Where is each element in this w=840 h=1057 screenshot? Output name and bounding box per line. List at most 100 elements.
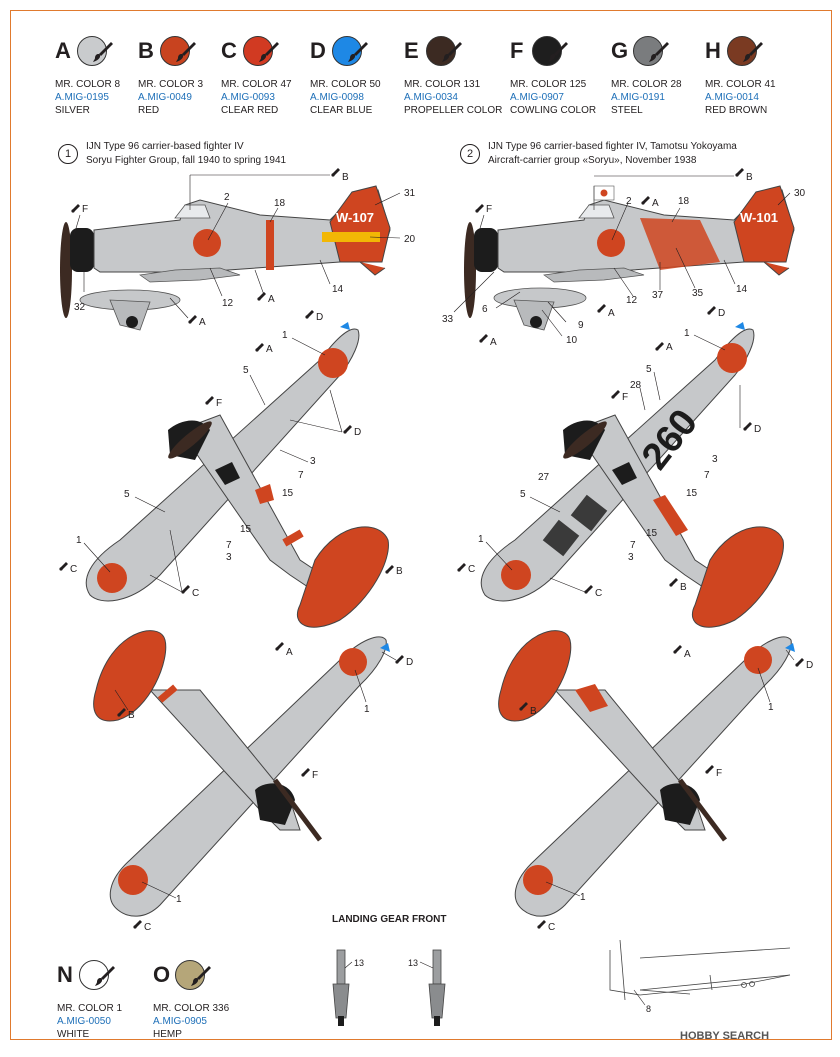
svg-text:D: D: [754, 424, 761, 435]
paint-letter: F: [510, 38, 524, 63]
svg-text:1: 1: [364, 704, 370, 715]
paint-name: MR. COLOR 125: [510, 79, 587, 90]
svg-text:2: 2: [224, 192, 230, 203]
svg-text:5: 5: [124, 489, 130, 500]
svg-text:28: 28: [630, 380, 642, 391]
brush-icon: [548, 42, 568, 62]
top-1-callouts: D 1 A 5 F D 3 7 15 5 15 7 3 1 C C B: [59, 310, 403, 599]
paint-name: MR. COLOR 1: [57, 1003, 123, 1014]
wing-kanji-block-2: [570, 494, 608, 532]
svg-text:B: B: [530, 706, 537, 717]
svg-text:9: 9: [578, 320, 584, 331]
svg-text:18: 18: [274, 198, 286, 209]
paint-description: STEEL: [611, 105, 643, 116]
paint-color-circle: [79, 960, 109, 990]
bottom-tail-plane-2: [498, 630, 572, 722]
svg-text:F: F: [312, 770, 318, 781]
scheme-2-title: IJN Type 96 carrier-based fighter IV, Ta…: [488, 141, 737, 152]
paint-code: A.MIG-0191: [611, 92, 665, 103]
svg-text:15: 15: [240, 524, 252, 535]
paint-description: COWLING COLOR: [510, 105, 597, 116]
side-1-callouts: F 2 18 B 31 20 12 A 14 32 A: [71, 168, 416, 328]
page-frame: [10, 10, 832, 1040]
svg-text:F: F: [622, 392, 628, 403]
svg-text:6: 6: [482, 304, 488, 315]
scheme-2-subtitle: Aircraft-carrier group «Soryu», November…: [488, 155, 697, 166]
paint-code: A.MIG-0098: [310, 92, 364, 103]
svg-text:C: C: [468, 564, 475, 575]
bottom-tail-plane-1: [93, 630, 167, 722]
svg-text:A: A: [684, 649, 691, 660]
paint-color-circle: [426, 36, 456, 66]
paint-letter: O: [153, 962, 171, 987]
paint-name: MR. COLOR 3: [138, 79, 204, 90]
paint-letter: A: [55, 38, 71, 63]
brush-icon: [743, 42, 763, 62]
tail-red-2: [733, 185, 795, 263]
hinomaru-under-2a: [744, 646, 772, 674]
paint-code: A.MIG-0195: [55, 92, 109, 103]
paint-code: A.MIG-0050: [57, 1016, 111, 1027]
hinomaru-wing-2b: [501, 560, 531, 590]
top-view-scheme-1: [85, 322, 389, 628]
svg-text:A: A: [199, 317, 206, 328]
svg-text:7: 7: [630, 540, 636, 551]
svg-text:B: B: [396, 566, 403, 577]
paint-code: A.MIG-0049: [138, 92, 192, 103]
cowling-2: [474, 228, 498, 272]
paint-letter: N: [57, 962, 73, 987]
svg-text:7: 7: [704, 470, 710, 481]
svg-text:A: A: [286, 647, 293, 658]
svg-text:A: A: [666, 342, 673, 353]
svg-text:3: 3: [310, 456, 316, 467]
svg-text:5: 5: [243, 365, 249, 376]
svg-text:15: 15: [686, 488, 698, 499]
brush-icon: [649, 42, 669, 62]
hinomaru-under-1b: [118, 865, 148, 895]
tail-code-1: W-107: [336, 210, 374, 225]
svg-text:A: A: [652, 198, 659, 209]
svg-text:F: F: [716, 768, 722, 779]
svg-text:37: 37: [652, 290, 664, 301]
paint-description: CLEAR BLUE: [310, 105, 373, 116]
svg-text:1: 1: [76, 535, 82, 546]
svg-text:15: 15: [646, 528, 658, 539]
svg-text:33: 33: [442, 314, 454, 325]
svg-text:D: D: [406, 657, 413, 668]
paint-name: MR. COLOR 8: [55, 79, 121, 90]
paint-name: MR. COLOR 50: [310, 79, 381, 90]
svg-text:D: D: [354, 427, 361, 438]
svg-text:1: 1: [580, 892, 586, 903]
tail-plane-1: [297, 526, 389, 628]
brush-icon: [348, 42, 368, 62]
svg-text:B: B: [746, 172, 753, 183]
svg-text:13: 13: [354, 958, 364, 968]
svg-text:13: 13: [408, 958, 418, 968]
paint-letter: H: [705, 38, 721, 63]
svg-text:1: 1: [282, 330, 288, 341]
paint-name: MR. COLOR 41: [705, 79, 776, 90]
wing-kanji-block-1: [542, 519, 580, 557]
brush-icon: [259, 42, 279, 62]
scheme-2-number: 2: [460, 144, 480, 164]
svg-text:A: A: [268, 294, 275, 305]
svg-text:30: 30: [794, 188, 806, 199]
svg-text:2: 2: [626, 196, 632, 207]
scheme-1-number: 1: [58, 144, 78, 164]
scheme-2-caption: 2 IJN Type 96 carrier-based fighter IV, …: [460, 140, 800, 172]
svg-text:20: 20: [404, 234, 416, 245]
svg-text:3: 3: [226, 552, 232, 563]
paint-code: A.MIG-0093: [221, 92, 275, 103]
fuselage-red-2: [640, 218, 720, 270]
bottom-view-scheme-2: [498, 630, 795, 917]
paint-description: RED: [138, 105, 160, 116]
brush-icon: [93, 42, 113, 62]
svg-text:14: 14: [736, 284, 748, 295]
hinomaru-wing-2a: [717, 343, 747, 373]
